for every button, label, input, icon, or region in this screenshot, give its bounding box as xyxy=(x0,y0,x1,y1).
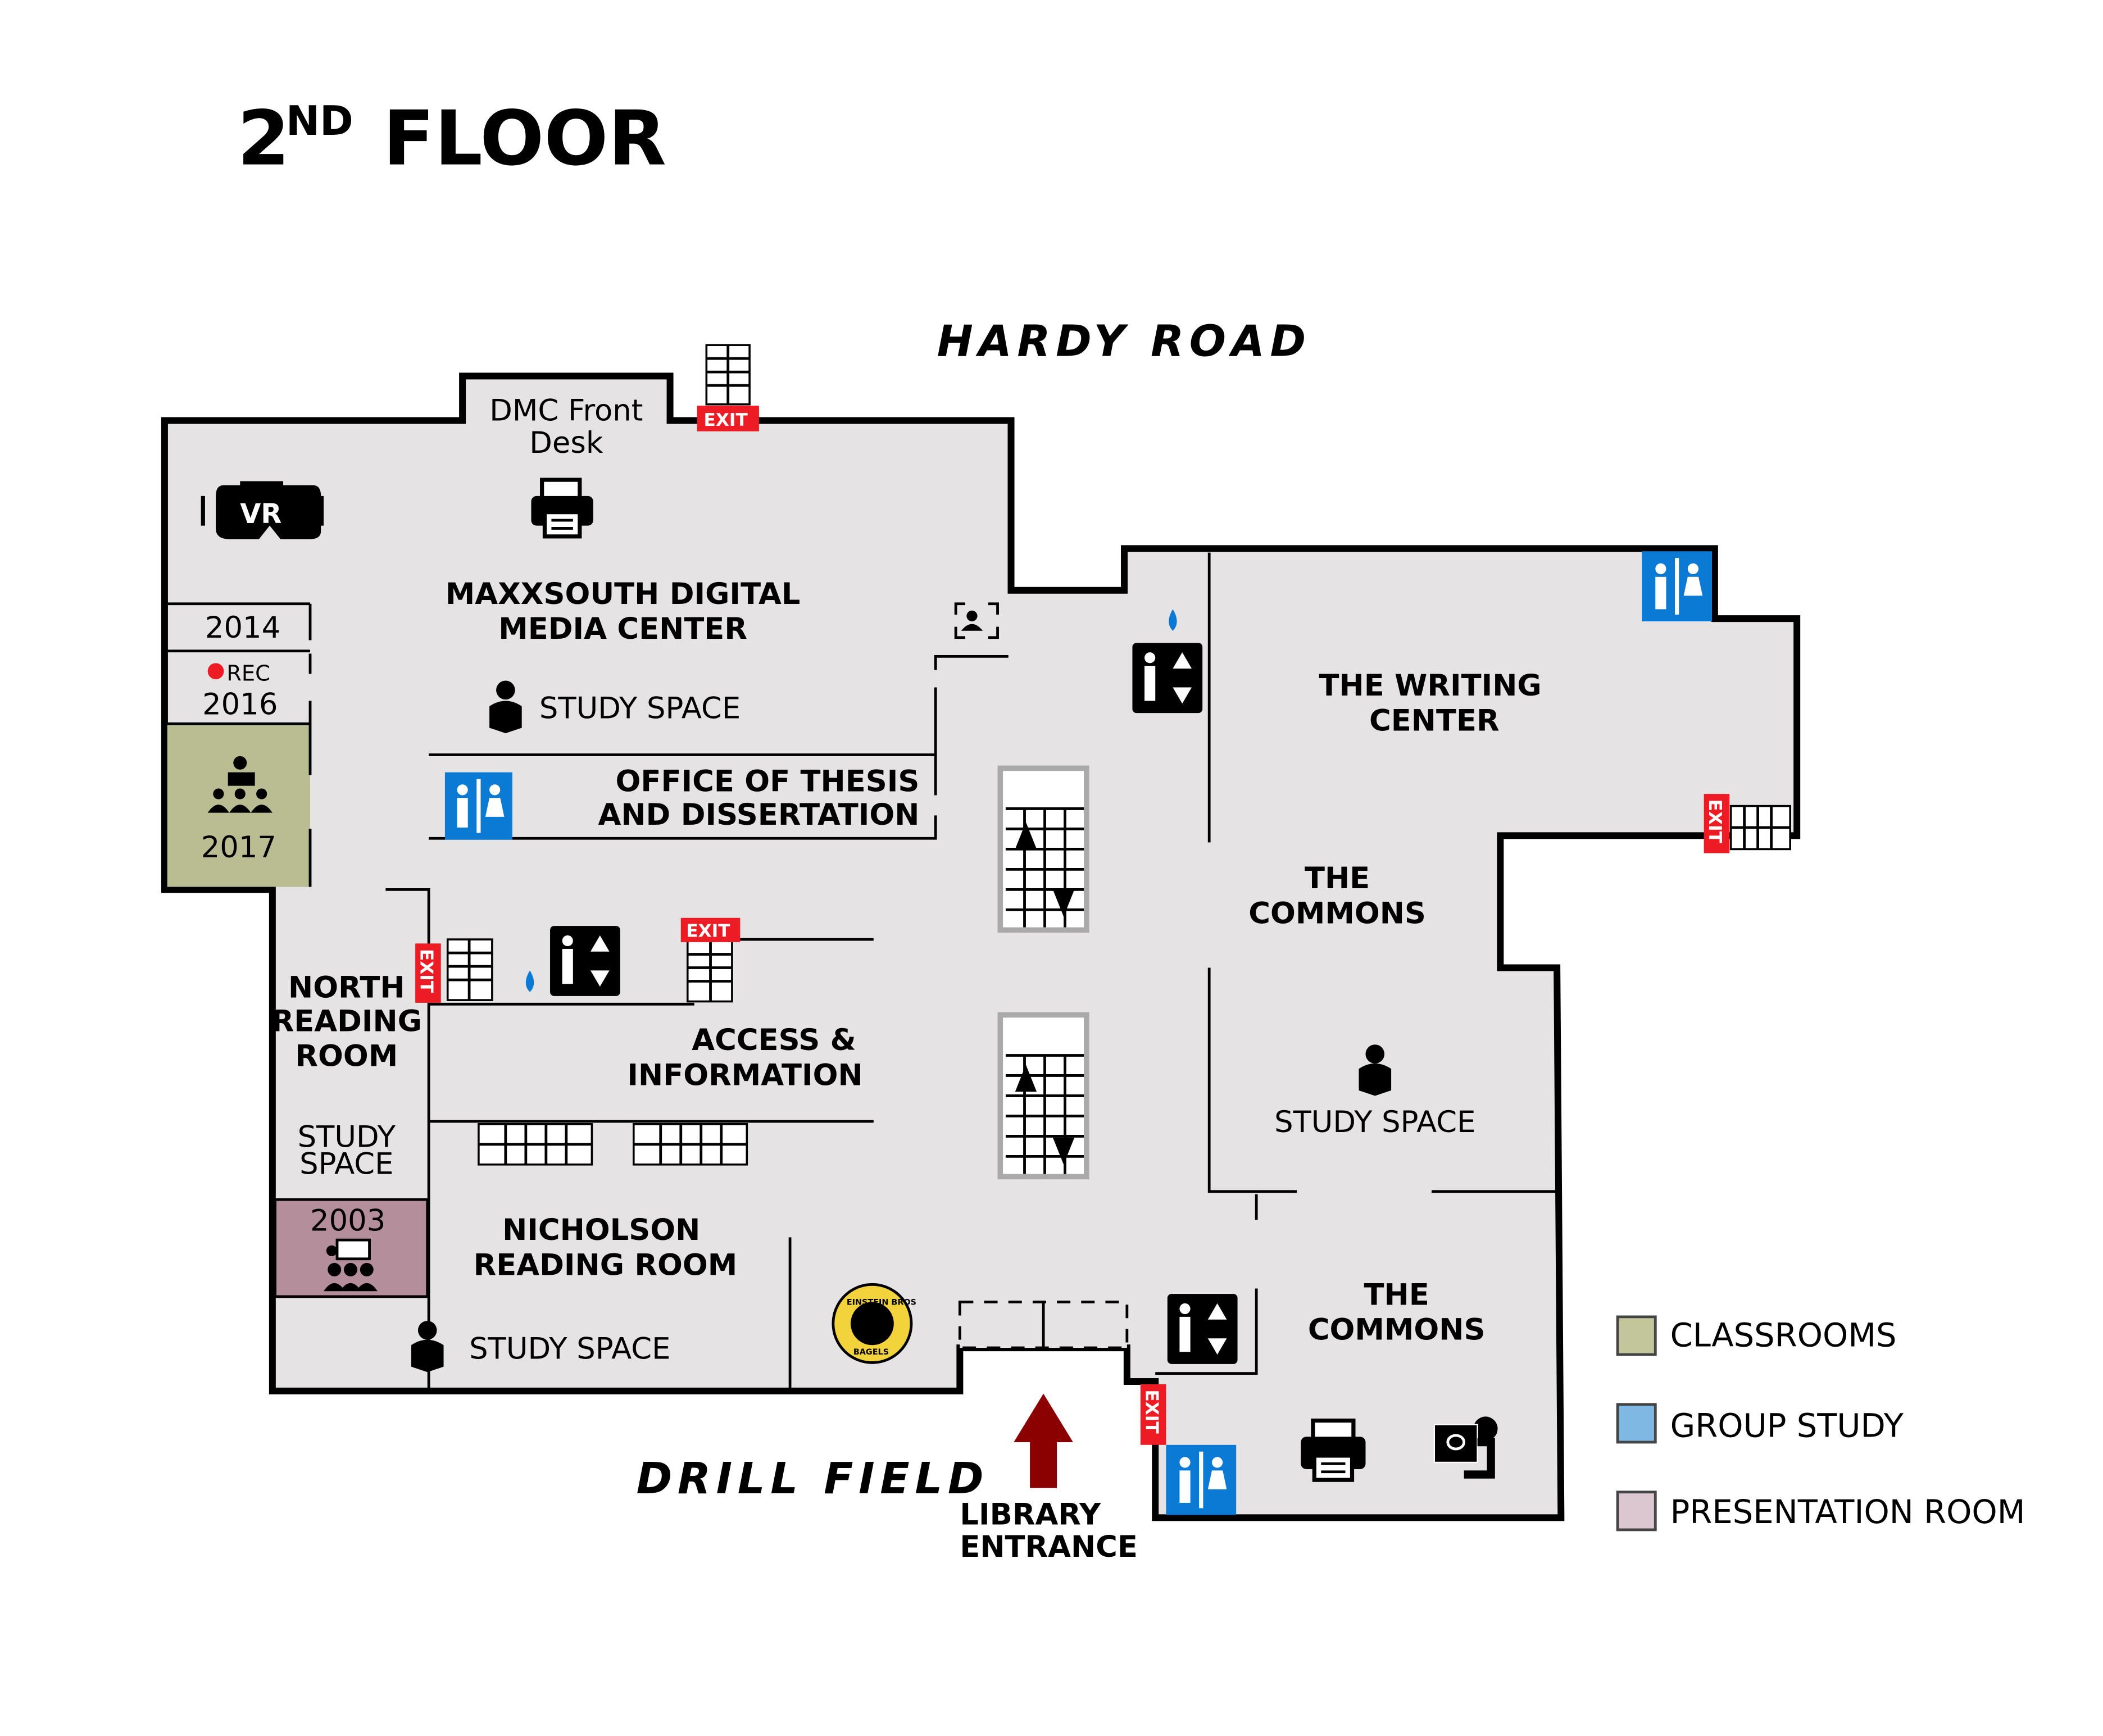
commons-label: COMMONS xyxy=(1308,1313,1486,1347)
legend-label: GROUP STUDY xyxy=(1670,1407,1904,1444)
elevator-icon xyxy=(550,926,620,996)
entrance-arrow-icon xyxy=(1014,1393,1073,1488)
svg-text:ND: ND xyxy=(286,97,353,144)
exit-sign: EXIT xyxy=(415,943,441,1003)
svg-text:BAGELS: BAGELS xyxy=(853,1348,889,1357)
room-2003-label: 2003 xyxy=(310,1203,385,1238)
restroom-icon xyxy=(444,772,512,840)
svg-text:EXIT: EXIT xyxy=(704,410,748,430)
stairs-central-lower xyxy=(997,1012,1089,1180)
elevator-icon xyxy=(1132,643,1203,714)
svg-text:EINSTEIN BROS: EINSTEIN BROS xyxy=(847,1298,916,1307)
writing-center-label: CENTER xyxy=(1369,703,1500,738)
printer-icon xyxy=(1301,1419,1366,1482)
study-space-label: STUDY xyxy=(298,1120,396,1155)
recording-dot-icon xyxy=(207,663,224,680)
north-reading-room-label: NORTH xyxy=(288,970,405,1005)
library-entrance-label: ENTRANCE xyxy=(960,1530,1138,1564)
road-label-south: DRILL FIELD xyxy=(637,1454,989,1504)
stairs-small xyxy=(446,344,1791,1166)
study-space-label: SPACE xyxy=(299,1147,393,1181)
writing-center-label: THE WRITING xyxy=(1319,669,1542,703)
reading-person-icon xyxy=(1359,1044,1392,1096)
restroom-icon xyxy=(1642,551,1713,621)
library-entrance-label: LIBRARY xyxy=(960,1497,1101,1532)
room-2016-label: 2016 xyxy=(202,688,278,722)
rec-label: REC xyxy=(226,661,270,687)
north-reading-room-label: READING xyxy=(271,1004,422,1038)
reading-person-icon xyxy=(489,680,522,734)
building-outline xyxy=(161,372,1801,1521)
classroom-icon xyxy=(207,756,272,813)
svg-text:FLOOR: FLOOR xyxy=(383,94,666,183)
maxxsouth-label: MEDIA CENTER xyxy=(498,612,747,646)
legend-label: CLASSROOMS xyxy=(1670,1317,1897,1355)
study-space-label: STUDY SPACE xyxy=(1274,1105,1475,1139)
svg-text:2: 2 xyxy=(237,94,289,183)
restroom-icon xyxy=(1166,1444,1237,1515)
access-information-label: INFORMATION xyxy=(627,1058,862,1092)
presentation-icon xyxy=(324,1238,378,1292)
dmc-front-desk-label: DMC Front xyxy=(489,394,643,428)
road-label-north: HARDY ROAD xyxy=(937,316,1311,366)
svg-text:EXIT: EXIT xyxy=(1141,1389,1161,1434)
stairs-central-upper xyxy=(997,765,1089,933)
reading-person-icon xyxy=(411,1321,444,1373)
legend: CLASSROOMS GROUP STUDY PRESENTATION ROOM xyxy=(1616,1315,2025,1532)
exit-sign: EXIT xyxy=(680,917,741,942)
dmc-front-desk-label: Desk xyxy=(529,426,603,460)
commons-label: THE xyxy=(1305,861,1370,896)
legend-label: PRESENTATION ROOM xyxy=(1670,1493,2025,1531)
einstein-bros-bagels-logo: EINSTEIN BROS BAGELS xyxy=(832,1283,916,1364)
north-reading-room-label: ROOM xyxy=(295,1039,398,1074)
water-fountain-icon xyxy=(525,970,534,992)
study-space-label: STUDY SPACE xyxy=(539,692,741,726)
maxxsouth-label: MAXXSOUTH DIGITAL xyxy=(446,577,801,611)
thesis-office-label: OFFICE OF THESIS xyxy=(616,764,920,798)
room-2014-label: 2014 xyxy=(205,611,280,645)
vr-headset-icon: VR xyxy=(201,481,324,539)
headshot-booth-icon xyxy=(954,602,999,639)
floor-title: 2 ND FLOOR xyxy=(237,94,666,183)
thesis-office-label: AND DISSERTATION xyxy=(598,798,920,832)
svg-text:EXIT: EXIT xyxy=(686,921,730,941)
svg-text:EXIT: EXIT xyxy=(416,949,437,993)
access-information-label: ACCESS & xyxy=(692,1023,856,1057)
commons-label: COMMONS xyxy=(1248,896,1426,930)
printer-icon xyxy=(531,478,593,539)
study-space-label: STUDY SPACE xyxy=(469,1331,670,1366)
legend-swatch-group-study xyxy=(1616,1403,1657,1444)
exit-sign: EXIT xyxy=(1704,794,1730,853)
room-2017-label: 2017 xyxy=(201,830,276,865)
computer-workstation-icon xyxy=(1433,1416,1498,1479)
svg-text:EXIT: EXIT xyxy=(1705,799,1725,844)
exit-sign: EXIT xyxy=(1140,1384,1166,1445)
water-fountain-icon xyxy=(1169,609,1177,631)
elevator-icon xyxy=(1167,1294,1238,1364)
commons-label: THE xyxy=(1364,1278,1429,1312)
nicholson-reading-room-label: NICHOLSON xyxy=(502,1213,700,1247)
interior-walls xyxy=(167,552,1557,1391)
svg-text:VR: VR xyxy=(240,498,281,530)
exit-sign: EXIT xyxy=(697,406,759,431)
legend-swatch-presentation-room xyxy=(1616,1490,1657,1532)
legend-swatch-classrooms xyxy=(1616,1315,1657,1356)
nicholson-reading-room-label: READING ROOM xyxy=(474,1248,738,1283)
